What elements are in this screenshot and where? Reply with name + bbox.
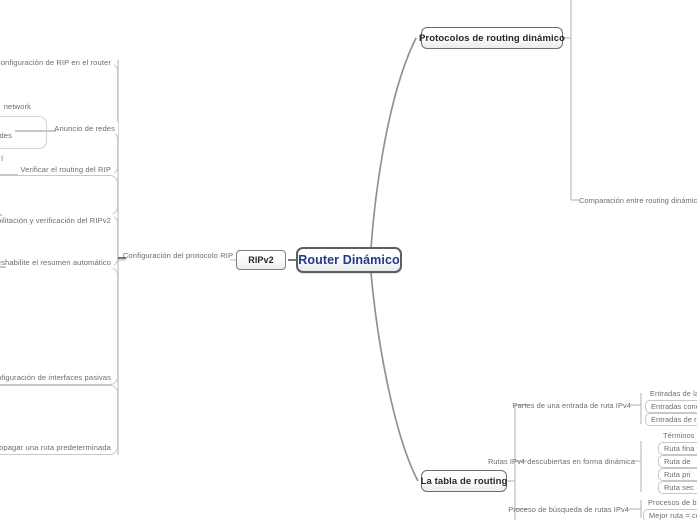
label-ruta-secundaria[interactable]: Ruta sec [658, 481, 697, 494]
node-ripv2[interactable]: RIPv2 [236, 250, 286, 270]
left-label-l: l [0, 152, 6, 164]
label-comparacion-routing-dinamico-estatico: Comparación entre routing dinámico y est… [579, 195, 697, 205]
node-la-tabla-de-routing[interactable]: La tabla de routing [421, 470, 507, 492]
left-group-box-6 [0, 385, 118, 455]
node-root-router-dinamico[interactable]: Router Dinámico [296, 247, 402, 273]
left-label-configuracion-protocolo-rip: Configuración del protocolo RIP [122, 249, 234, 261]
label-procesos-de-busqueda: Procesos de bús [648, 498, 697, 507]
left-label-verificar-routing-rip: Verificar el routing del RIP [18, 163, 114, 175]
left-label-habilitacion-verificacion-ripv2: Habilitación y verificación del RIPv2 [0, 214, 114, 226]
left-label-deshabilite-resumen-automatico: Deshabilite el resumen automático [0, 256, 114, 268]
left-inner-box-redes [0, 116, 47, 149]
label-partes-entrada-ruta-ipv4: Partes de una entrada de ruta IPv4 [512, 400, 631, 410]
left-label-anuncio-de-redes: Anuncio de redes [54, 122, 118, 134]
left-label-propagar-ruta-predeterminada: Propagar una ruta predeterminada [0, 441, 114, 453]
left-label-redes: redes [0, 129, 15, 141]
label-entradas-de-red[interactable]: Entradas de red [645, 413, 697, 426]
node-protocolos-routing-dinamico[interactable]: Protocolos de routing dinámico [419, 27, 565, 49]
label-entradas-de-la-tabla: Entradas de la ta [650, 389, 697, 398]
left-label-rip-config-steps: o de configuración de RIP en el router [0, 56, 114, 68]
label-ruta-de-nivel[interactable]: Ruta de [658, 455, 697, 468]
left-label-configuracion-interfaces-pasivas: Configuración de interfaces pasivas [0, 371, 114, 383]
label-proceso-busqueda-rutas-ipv4: Proceso de búsqueda de rutas IPv4 [508, 504, 629, 514]
label-entradas-conectadas[interactable]: Entradas conecta [645, 400, 697, 413]
left-label-network: network [0, 100, 34, 112]
left-group-box-3 [0, 175, 118, 215]
left-group-box-5 [0, 267, 118, 385]
label-terminos: Términos [663, 431, 695, 440]
label-mejor-ruta-coincidencia[interactable]: Mejor ruta = coi [643, 509, 697, 520]
label-rutas-ipv4-dinamicas: Rutas IPv4 descubiertas en forma dinámic… [487, 456, 635, 466]
label-ruta-principal[interactable]: Ruta pri [658, 468, 697, 481]
label-ruta-final[interactable]: Ruta fina [658, 442, 697, 455]
